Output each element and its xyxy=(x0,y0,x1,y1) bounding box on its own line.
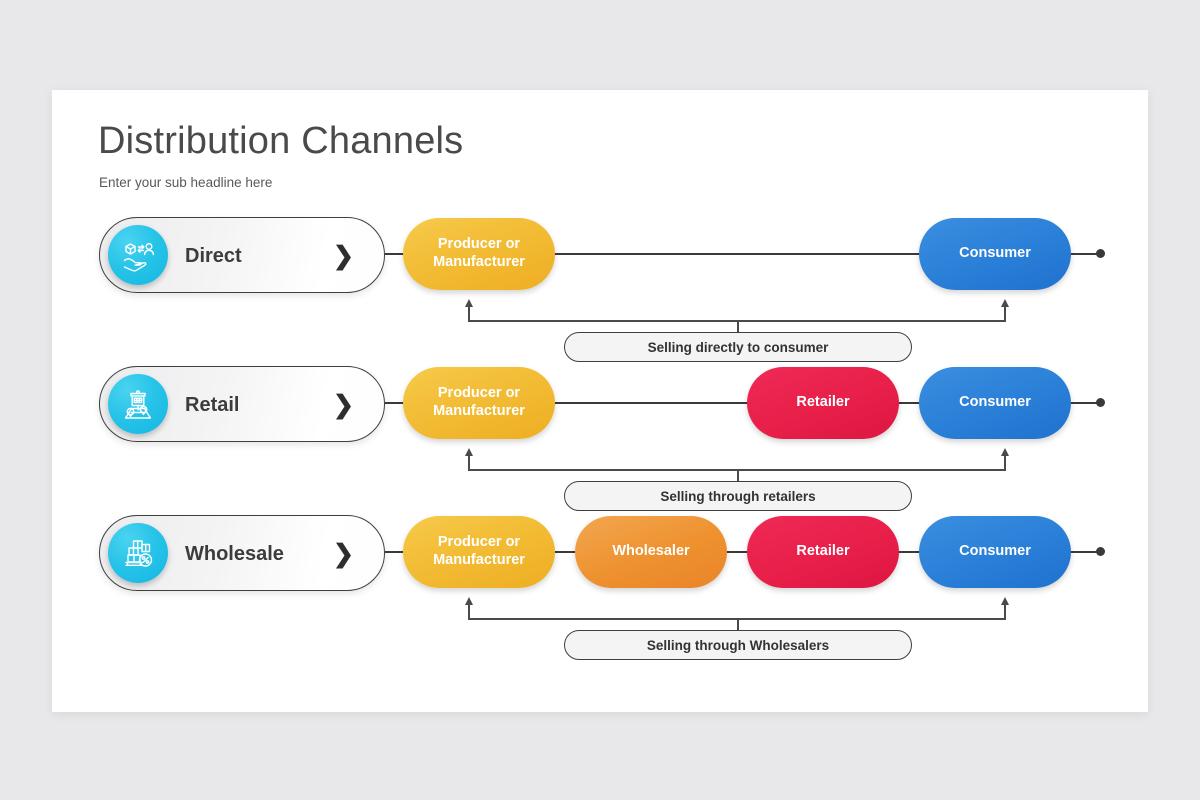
arrowhead-up-left xyxy=(464,448,473,456)
connector-line xyxy=(548,253,924,255)
node-label: Retailer xyxy=(796,394,850,411)
bracket-riser-left xyxy=(468,306,470,322)
connector-line xyxy=(385,402,405,404)
node-producer[interactable]: Producer or Manufacturer xyxy=(403,367,555,439)
channel-label-text: Retail xyxy=(185,393,240,416)
connector-line xyxy=(385,253,405,255)
node-consumer[interactable]: Consumer xyxy=(919,367,1071,439)
channel-label-text: Wholesale xyxy=(185,542,284,565)
connector-line xyxy=(385,551,405,553)
caption-stem xyxy=(737,618,739,632)
caption-retail: Selling through retailers xyxy=(564,481,912,511)
bracket-retail xyxy=(464,448,1009,471)
bracket-riser-right xyxy=(1004,604,1006,620)
bracket-riser-left xyxy=(468,604,470,620)
connector-line xyxy=(548,402,752,404)
node-label-line1: Producer or xyxy=(437,534,521,551)
chevron-right-icon[interactable]: ❯ xyxy=(333,391,354,419)
channel-label-text: Direct xyxy=(185,244,242,267)
arrowhead-up-left xyxy=(464,299,473,307)
bracket-wholesale xyxy=(464,597,1009,620)
page-subtitle: Enter your sub headline here xyxy=(99,175,273,190)
node-label: Wholesaler xyxy=(612,543,690,560)
node-wholesaler[interactable]: Wholesaler xyxy=(575,516,727,588)
channel-label-retail[interactable]: Retail ❯ xyxy=(99,366,385,442)
channel-label-wholesale[interactable]: Wholesale ❯ xyxy=(99,515,385,591)
node-consumer[interactable]: Consumer xyxy=(919,218,1071,290)
caption-wholesale: Selling through Wholesalers xyxy=(564,630,912,660)
node-retailer[interactable]: Retailer xyxy=(747,367,899,439)
connector-line xyxy=(1068,253,1100,255)
node-label: Retailer xyxy=(796,543,850,560)
node-label-line1: Producer or xyxy=(437,236,521,253)
connector-line xyxy=(893,551,925,553)
storefront-map-pin-icon xyxy=(108,374,168,434)
channel-label-direct[interactable]: Direct ❯ xyxy=(99,217,385,293)
bracket-riser-right xyxy=(1004,455,1006,471)
connector-line xyxy=(548,551,580,553)
node-label: Consumer xyxy=(959,245,1031,262)
connector-line xyxy=(1068,402,1100,404)
node-label-line2: Manufacturer xyxy=(433,403,525,419)
caption-stem xyxy=(737,320,739,334)
caption-stem xyxy=(737,469,739,483)
arrowhead-up-right xyxy=(1000,597,1009,605)
line-end-dot xyxy=(1096,547,1105,556)
node-consumer[interactable]: Consumer xyxy=(919,516,1071,588)
node-label-line2: Manufacturer xyxy=(433,552,525,568)
chevron-right-icon[interactable]: ❯ xyxy=(333,242,354,270)
connector-line xyxy=(1068,551,1100,553)
arrowhead-up-right xyxy=(1000,299,1009,307)
line-end-dot xyxy=(1096,249,1105,258)
arrowhead-up-left xyxy=(464,597,473,605)
node-label-line2: Manufacturer xyxy=(433,254,525,270)
node-producer[interactable]: Producer or Manufacturer xyxy=(403,218,555,290)
bracket-direct xyxy=(464,299,1009,322)
arrowhead-up-right xyxy=(1000,448,1009,456)
bracket-riser-left xyxy=(468,455,470,471)
page-title: Distribution Channels xyxy=(98,120,464,162)
node-label-line1: Producer or xyxy=(437,385,521,402)
caption-direct: Selling directly to consumer xyxy=(564,332,912,362)
connector-line xyxy=(720,551,752,553)
connector-line xyxy=(893,402,925,404)
chevron-right-icon[interactable]: ❯ xyxy=(333,540,354,568)
node-producer[interactable]: Producer or Manufacturer xyxy=(403,516,555,588)
hand-package-person-icon xyxy=(108,225,168,285)
boxes-pallet-percent-icon xyxy=(108,523,168,583)
node-retailer[interactable]: Retailer xyxy=(747,516,899,588)
node-label: Consumer xyxy=(959,394,1031,411)
line-end-dot xyxy=(1096,398,1105,407)
node-label: Consumer xyxy=(959,543,1031,560)
bracket-riser-right xyxy=(1004,306,1006,322)
